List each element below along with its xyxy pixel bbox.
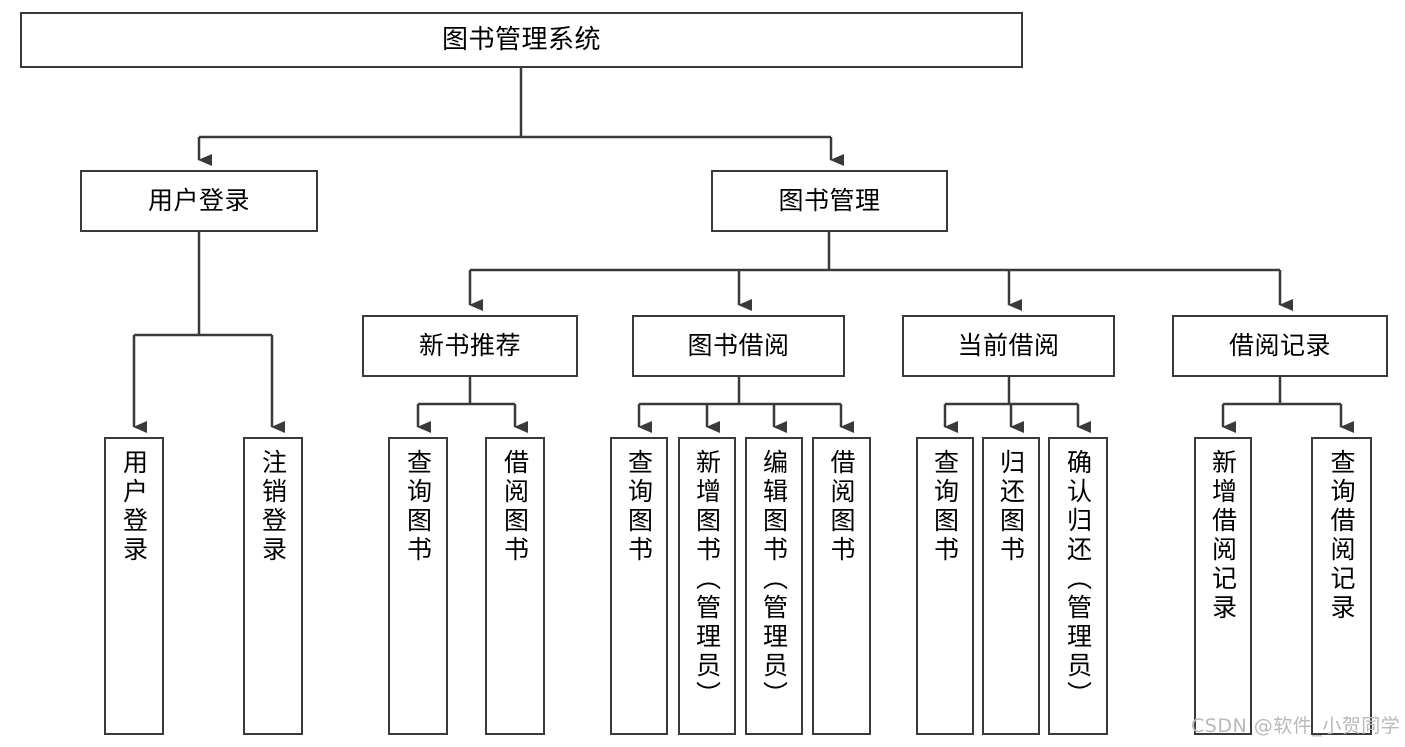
node-leaf-query-book-3-label: 查询图书 — [930, 449, 960, 565]
node-book-manage[interactable]: 图书管理 — [711, 170, 948, 232]
node-leaf-query-record-label: 查询借阅记录 — [1327, 449, 1356, 623]
node-leaf-add-book-label: 新增图书（管理员） — [692, 449, 722, 710]
node-leaf-borrow-book-2-label: 借阅图书 — [827, 449, 856, 565]
node-new-book-rec-label: 新书推荐 — [418, 331, 521, 361]
node-root[interactable]: 图书管理系统 — [20, 12, 1023, 68]
node-book-manage-label: 图书管理 — [778, 186, 881, 216]
node-leaf-query-book-1[interactable]: 查询图书 — [388, 437, 448, 735]
node-leaf-query-book-1-label: 查询图书 — [403, 449, 433, 565]
node-leaf-query-record[interactable]: 查询借阅记录 — [1311, 437, 1372, 735]
node-leaf-query-book-2[interactable]: 查询图书 — [610, 437, 668, 735]
node-current-borrow[interactable]: 当前借阅 — [902, 315, 1115, 377]
node-leaf-borrow-book-2[interactable]: 借阅图书 — [812, 437, 871, 735]
node-leaf-logout-label: 注销登录 — [258, 449, 288, 565]
node-leaf-return-book[interactable]: 归还图书 — [982, 437, 1040, 735]
node-leaf-query-book-3[interactable]: 查询图书 — [916, 437, 974, 735]
node-book-borrow-label: 图书借阅 — [687, 331, 790, 361]
node-leaf-add-record[interactable]: 新增借阅记录 — [1194, 437, 1252, 735]
node-leaf-confirm-return[interactable]: 确认归还（管理员） — [1048, 437, 1108, 735]
node-root-label: 图书管理系统 — [441, 24, 601, 55]
node-current-borrow-label: 当前借阅 — [957, 331, 1060, 361]
node-leaf-edit-book[interactable]: 编辑图书（管理员） — [745, 437, 803, 735]
node-leaf-add-record-label: 新增借阅记录 — [1208, 449, 1238, 623]
node-leaf-borrow-book-1[interactable]: 借阅图书 — [485, 437, 545, 735]
node-leaf-add-book[interactable]: 新增图书（管理员） — [678, 437, 736, 735]
node-user-login[interactable]: 用户登录 — [80, 170, 318, 232]
node-leaf-query-book-2-label: 查询图书 — [624, 449, 654, 565]
node-leaf-edit-book-label: 编辑图书（管理员） — [759, 449, 789, 710]
node-leaf-user-login[interactable]: 用户登录 — [104, 437, 164, 735]
node-book-borrow[interactable]: 图书借阅 — [632, 315, 845, 377]
node-borrow-record[interactable]: 借阅记录 — [1172, 315, 1388, 377]
node-leaf-user-login-label: 用户登录 — [119, 449, 149, 565]
node-leaf-logout[interactable]: 注销登录 — [243, 437, 303, 735]
node-leaf-confirm-return-label: 确认归还（管理员） — [1063, 449, 1093, 710]
watermark-text: CSDN @软件_小贺同学 — [1191, 715, 1401, 737]
node-leaf-borrow-book-1-label: 借阅图书 — [500, 449, 530, 565]
node-borrow-record-label: 借阅记录 — [1228, 331, 1331, 361]
node-new-book-rec[interactable]: 新书推荐 — [362, 315, 578, 377]
node-user-login-label: 用户登录 — [147, 186, 250, 216]
node-leaf-return-book-label: 归还图书 — [996, 449, 1026, 565]
